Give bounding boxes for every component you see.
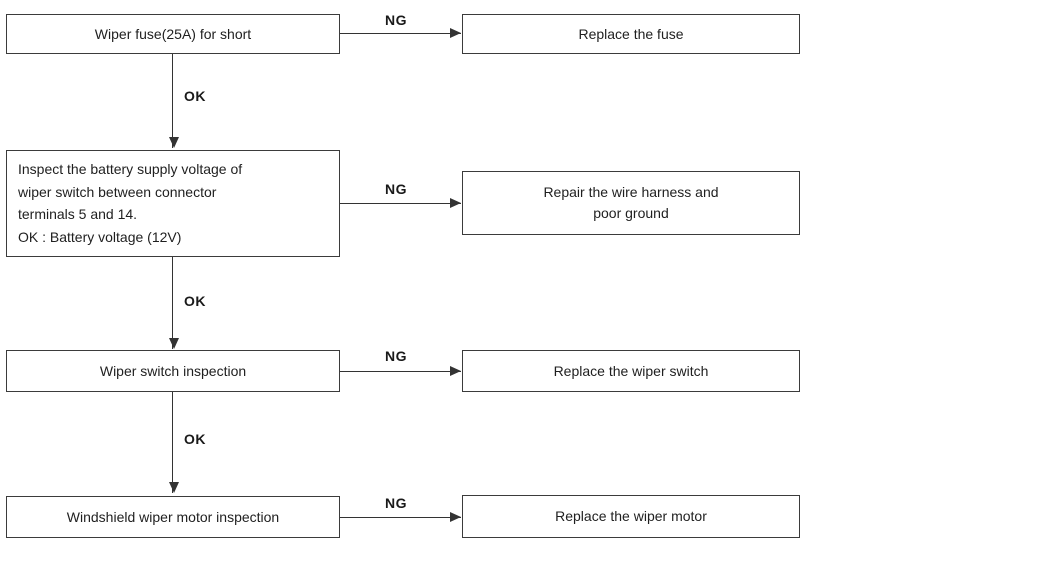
arrow-right-icon xyxy=(450,512,461,522)
ng-label-3: NG xyxy=(385,348,407,364)
arrow-right-icon xyxy=(450,366,461,376)
step-box-wiper-fuse: Wiper fuse(25A) for short xyxy=(6,14,340,54)
ng-label-1: NG xyxy=(385,12,407,28)
action-box-replace-fuse: Replace the fuse xyxy=(462,14,800,54)
ok-arrow-1 xyxy=(168,54,179,148)
step-box-wiper-motor-inspection: Windshield wiper motor inspection xyxy=(6,496,340,538)
arrow-down-icon xyxy=(168,338,179,349)
action-box-replace-wiper-motor: Replace the wiper motor xyxy=(462,495,800,538)
ok-arrow-2 xyxy=(168,257,179,349)
ng-label-2: NG xyxy=(385,181,407,197)
arrow-down-icon xyxy=(168,482,179,493)
arrow-down-icon xyxy=(168,137,179,148)
step-box-wiper-switch-inspection: Wiper switch inspection xyxy=(6,350,340,392)
step-box-battery-voltage-inspect: Inspect the battery supply voltage of wi… xyxy=(6,150,340,257)
ng-arrow-3 xyxy=(340,366,461,376)
ng-label-4: NG xyxy=(385,495,407,511)
ok-label-3: OK xyxy=(184,431,206,447)
action-box-repair-harness: Repair the wire harness and poor ground xyxy=(462,171,800,235)
ng-arrow-4 xyxy=(340,512,461,522)
ok-arrow-3 xyxy=(168,392,179,493)
arrow-right-icon xyxy=(450,198,461,208)
action-box-replace-wiper-switch: Replace the wiper switch xyxy=(462,350,800,392)
ok-label-2: OK xyxy=(184,293,206,309)
ok-label-1: OK xyxy=(184,88,206,104)
ng-arrow-1 xyxy=(340,28,461,38)
arrow-right-icon xyxy=(450,28,461,38)
ng-arrow-2 xyxy=(340,198,461,208)
